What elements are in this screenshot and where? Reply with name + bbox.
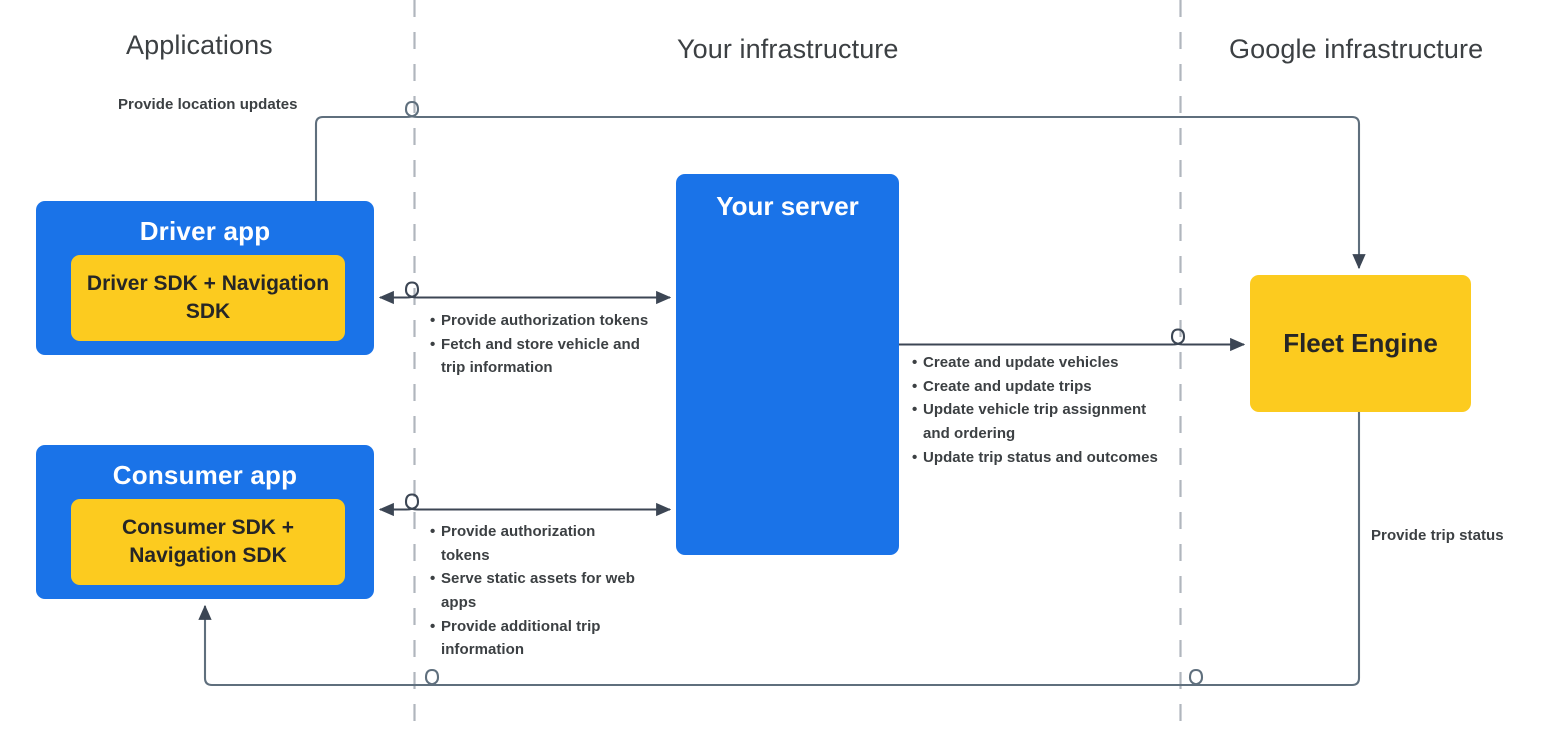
node-your-server[interactable]: Your server: [676, 174, 899, 555]
section-title-applications: Applications: [126, 30, 273, 60]
node-fleet-engine[interactable]: Fleet Engine: [1250, 275, 1471, 412]
flow-list-item: Serve static assets for web apps: [430, 567, 635, 614]
flow-driver-server: [378, 281, 672, 305]
flow-server-fleet-engine: [899, 328, 1246, 352]
flow-list-item: Update vehicle trip assignment and order…: [912, 398, 1162, 445]
flow-list-consumer-server: Provide authorization tokensServe static…: [430, 520, 635, 662]
flow-list-server-fleet-engine: Create and update vehiclesCreate and upd…: [912, 351, 1162, 469]
flow-list-driver-server: Provide authorization tokensFetch and st…: [430, 309, 655, 380]
flow-list-item: Create and update vehicles: [912, 351, 1162, 375]
node-consumer-app[interactable]: Consumer app Consumer SDK + Navigation S…: [36, 445, 374, 599]
node-driver-sdk[interactable]: Driver SDK + Navigation SDK: [71, 255, 345, 341]
driver-app-title: Driver app: [139, 216, 271, 246]
flow-list-item: Provide additional trip information: [430, 615, 635, 662]
section-title-your-infrastructure: Your infrastructure: [677, 34, 899, 64]
section-title-google-infrastructure: Google infrastructure: [1229, 34, 1484, 64]
flow-list-item: Provide authorization tokens: [430, 309, 655, 333]
node-consumer-sdk[interactable]: Consumer SDK + Navigation SDK: [71, 499, 345, 585]
flow-list-item: Provide authorization tokens: [430, 520, 635, 567]
flow-list-item: Fetch and store vehicle and trip informa…: [430, 333, 655, 380]
flow-list-item: Create and update trips: [912, 375, 1162, 399]
label-provide-location-updates: Provide location updates: [118, 96, 298, 113]
flow-list-item: Update trip status and outcomes: [912, 446, 1162, 470]
node-driver-app[interactable]: Driver app Driver SDK + Navigation SDK: [36, 201, 374, 355]
consumer-app-title: Consumer app: [112, 460, 298, 490]
flow-consumer-server: [378, 493, 672, 517]
label-provide-trip-status: Provide trip status: [1371, 527, 1504, 544]
your-server-title: Your server: [716, 191, 859, 221]
flow-location-updates: [314, 100, 1366, 270]
flow-trip-status: [198, 412, 1361, 687]
